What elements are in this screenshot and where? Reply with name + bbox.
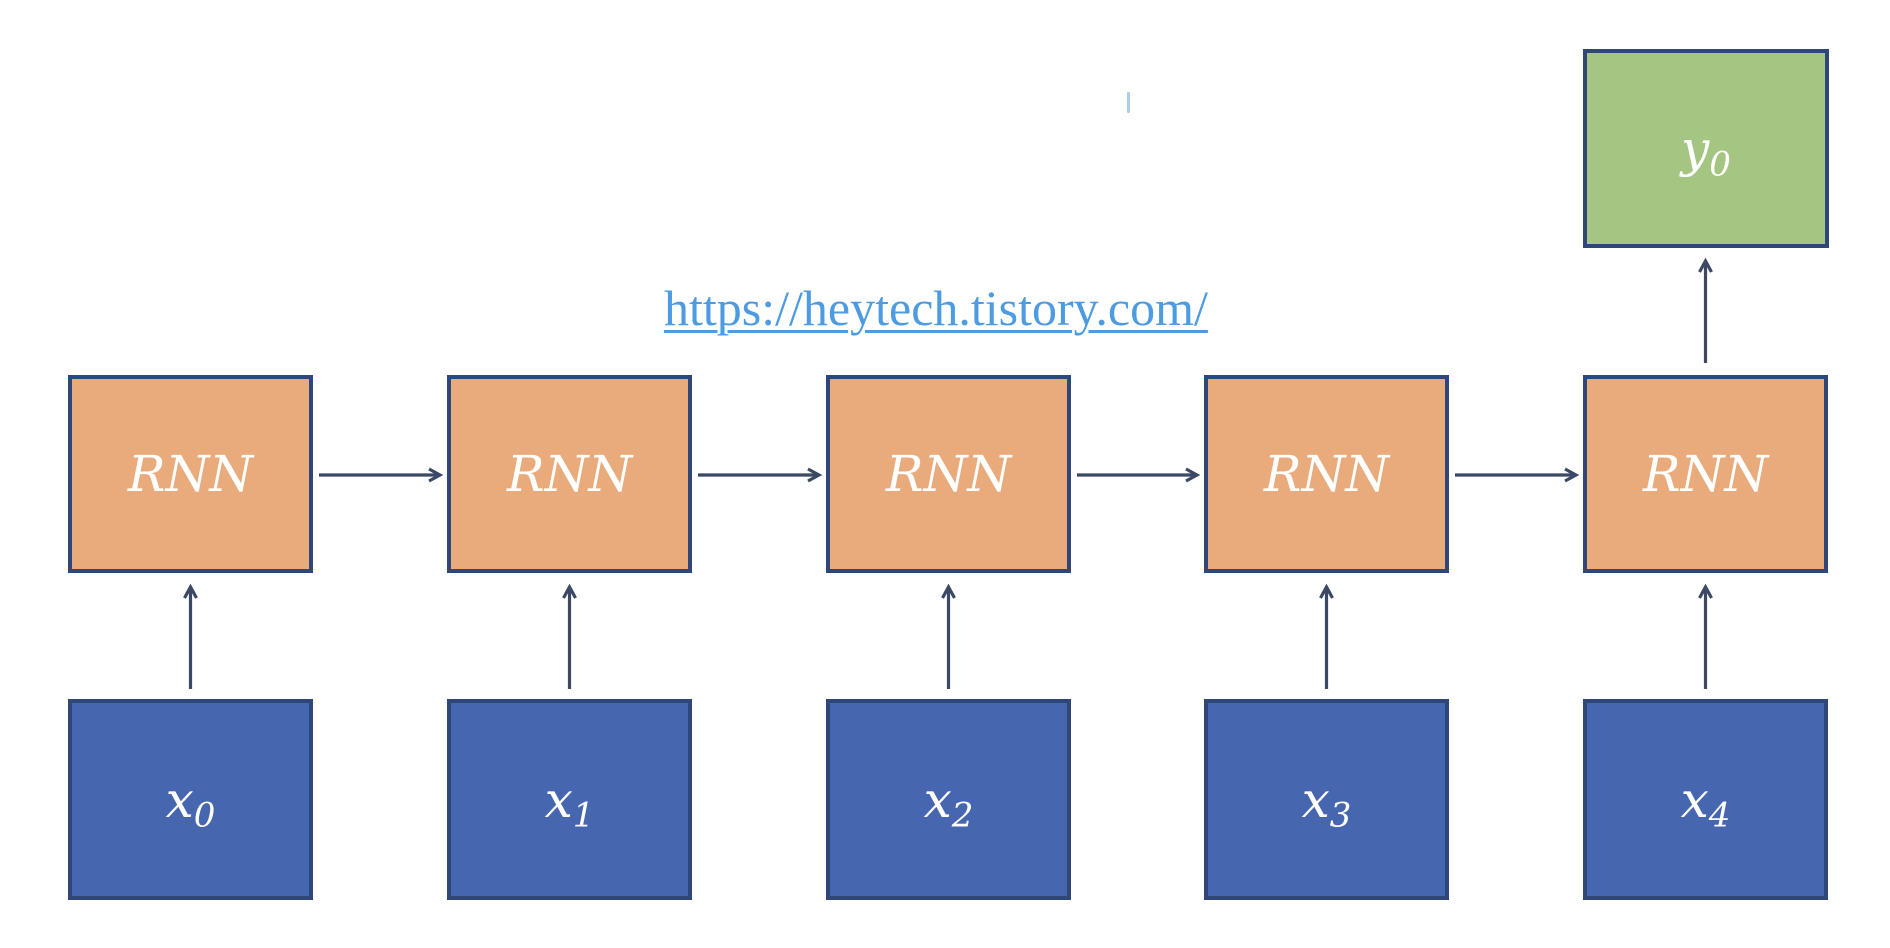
rnn-box-2-label: RNN [506, 445, 633, 503]
rnn-box-1: RNN [68, 375, 313, 573]
input-box-x3-label: x3 [1301, 770, 1352, 836]
input-box-x2: x2 [826, 699, 1071, 900]
rnn-box-3-label: RNN [885, 445, 1012, 503]
input-box-x4: x4 [1583, 699, 1828, 900]
input-box-x0-label: x0 [165, 770, 216, 836]
input-box-x1: x1 [447, 699, 692, 900]
rnn-box-4: RNN [1204, 375, 1449, 573]
input-box-x1-label: x1 [544, 770, 595, 836]
output-box-y0-label: y0 [1681, 119, 1731, 185]
input-box-x3: x3 [1204, 699, 1449, 900]
rnn-box-5-label: RNN [1642, 445, 1769, 503]
input-box-x2-label: x2 [923, 770, 974, 836]
text-cursor-mark [1127, 92, 1130, 113]
rnn-box-4-label: RNN [1263, 445, 1390, 503]
input-box-x0: x0 [68, 699, 313, 900]
rnn-box-3: RNN [826, 375, 1071, 573]
output-box-y0: y0 [1583, 49, 1829, 248]
source-link[interactable]: https://heytech.tistory.com/ [664, 280, 1208, 336]
rnn-box-1-label: RNN [127, 445, 254, 503]
rnn-box-5: RNN [1583, 375, 1828, 573]
input-box-x4-label: x4 [1680, 770, 1731, 836]
rnn-box-2: RNN [447, 375, 692, 573]
